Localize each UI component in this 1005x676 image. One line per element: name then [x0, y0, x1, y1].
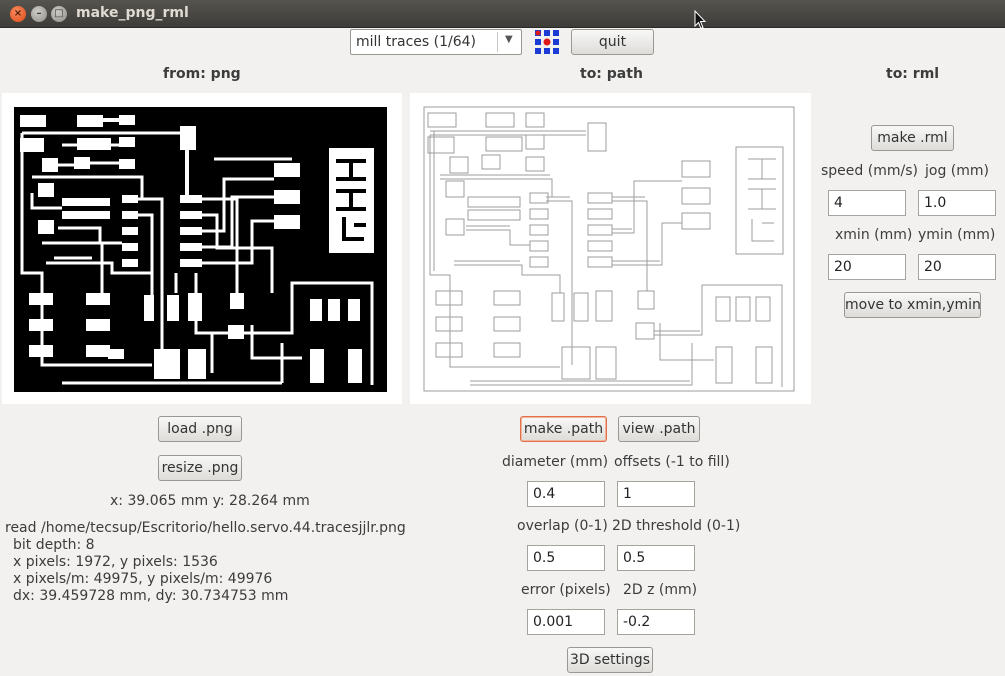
status-line-file: read /home/tecsup/Escritorio/hello.servo… — [5, 520, 406, 536]
load-png-button[interactable]: load .png — [158, 416, 242, 442]
threshold-field[interactable]: 0.5 — [617, 545, 695, 571]
window-title: make_png_rml — [76, 5, 189, 21]
path-preview-image — [423, 106, 795, 392]
speed-label: speed (mm/s) — [821, 163, 918, 179]
path-preview-panel — [410, 93, 811, 404]
view-path-button[interactable]: view .path — [618, 416, 700, 442]
status-line-dimensions: dx: 39.459728 mm, dy: 30.734753 mm — [13, 588, 289, 604]
close-icon[interactable]: × — [10, 6, 26, 22]
xmin-label: xmin (mm) — [835, 227, 913, 243]
error-label: error (pixels) — [521, 582, 611, 598]
ymin-field[interactable]: 20 — [918, 254, 996, 280]
3d-settings-button[interactable]: 3D settings — [567, 647, 653, 673]
z-label: 2D z (mm) — [623, 582, 698, 598]
make-path-button[interactable]: make .path — [520, 416, 607, 442]
status-line-pixels: x pixels: 1972, y pixels: 1536 — [13, 554, 218, 570]
offsets-label: offsets (-1 to fill) — [614, 454, 730, 470]
chevron-down-icon[interactable]: ▼ — [505, 34, 513, 45]
ymin-label: ymin (mm) — [918, 227, 996, 243]
z-field[interactable]: -0.2 — [617, 609, 695, 635]
resize-png-button[interactable]: resize .png — [158, 455, 242, 481]
speed-field[interactable]: 4 — [828, 190, 906, 216]
png-preview-image — [14, 107, 387, 392]
combo-divider — [497, 32, 498, 52]
minimize-icon[interactable]: – — [31, 6, 47, 22]
threshold-label: 2D threshold (0-1) — [612, 518, 741, 534]
png-preview-panel — [2, 93, 402, 404]
make-rml-button[interactable]: make .rml — [871, 125, 954, 151]
move-to-xmin-ymin-button[interactable]: move to xmin,ymin — [844, 292, 981, 318]
maximize-icon[interactable]: □ — [51, 6, 67, 22]
to-path-header: to: path — [580, 66, 643, 82]
xmin-field[interactable]: 20 — [828, 254, 906, 280]
quit-button[interactable]: quit — [571, 29, 654, 55]
status-line-density: x pixels/m: 49975, y pixels/m: 49976 — [13, 571, 273, 587]
title-bar: × – □ make_png_rml — [0, 0, 1005, 28]
error-field[interactable]: 0.001 — [527, 609, 605, 635]
from-header: from: png — [163, 66, 241, 82]
mode-select[interactable]: mill traces (1/64) ▼ — [350, 29, 522, 55]
size-readout: x: 39.065 mm y: 28.264 mm — [110, 493, 310, 509]
overlap-label: overlap (0-1) — [517, 518, 608, 534]
diameter-label: diameter (mm) — [502, 454, 609, 470]
diameter-field[interactable]: 0.4 — [527, 481, 605, 507]
offsets-field[interactable]: 1 — [617, 481, 695, 507]
mode-select-value: mill traces (1/64) — [356, 34, 476, 50]
jog-label: jog (mm) — [925, 163, 989, 179]
mouse-cursor-icon — [694, 10, 706, 30]
overlap-field[interactable]: 0.5 — [527, 545, 605, 571]
jog-field[interactable]: 1.0 — [918, 190, 996, 216]
fab-logo-icon — [535, 30, 559, 54]
status-line-depth: bit depth: 8 — [13, 537, 95, 553]
to-rml-header: to: rml — [886, 66, 940, 82]
